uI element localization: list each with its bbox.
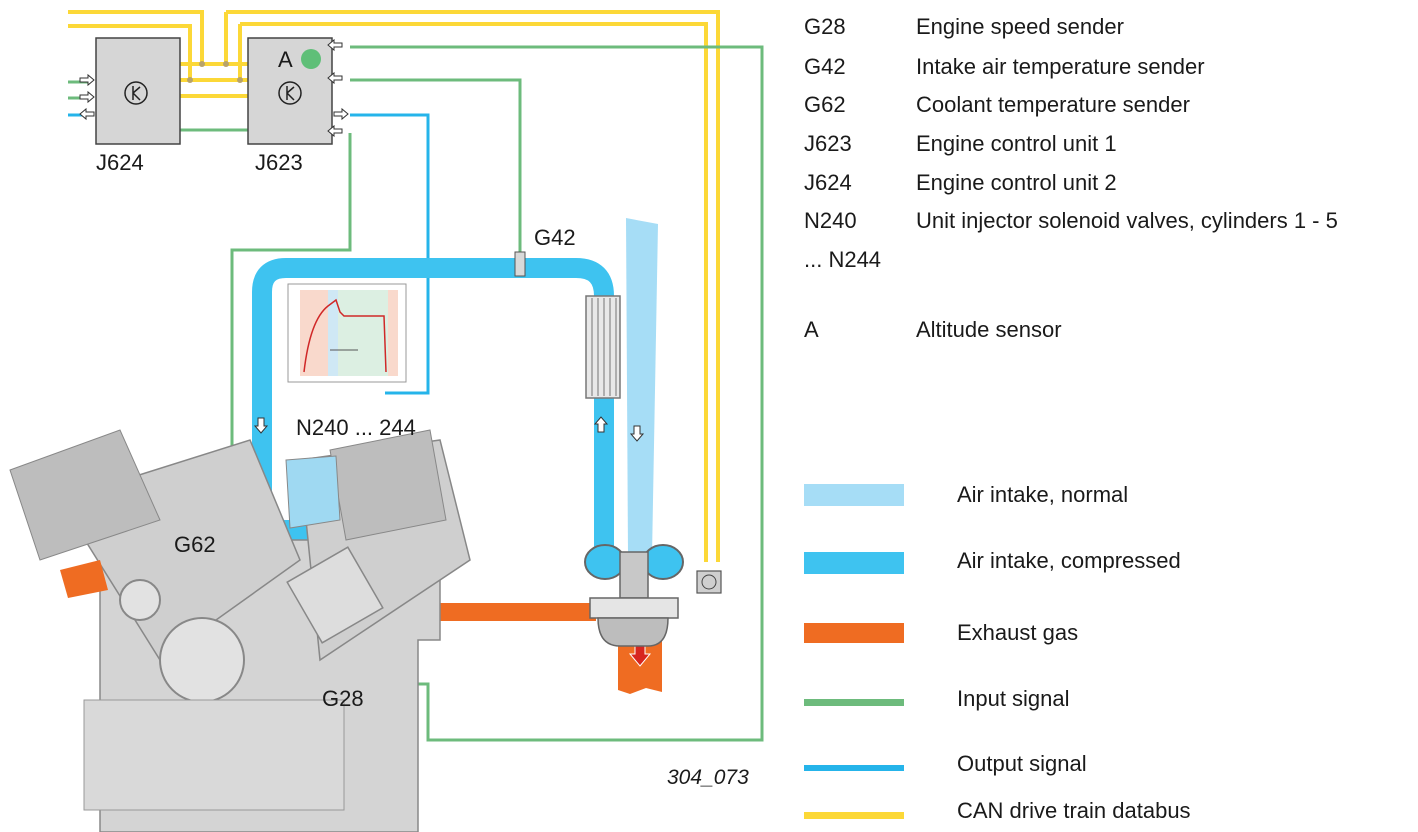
- figure-number: 304_073: [667, 766, 749, 789]
- legend-desc: Engine speed sender: [916, 14, 1124, 39]
- g28-label: G28: [322, 686, 364, 711]
- legend-code: G42: [804, 54, 846, 79]
- altitude-sensor-label: A: [278, 47, 293, 72]
- color-key-row: Air intake, normal: [804, 484, 1404, 514]
- injector-label: N240 ... 244: [296, 415, 416, 440]
- intercooler: [585, 295, 621, 399]
- j624-label: J624: [96, 150, 144, 175]
- color-key-row: Output signal: [804, 753, 1404, 783]
- input-signal-swatch: [804, 699, 904, 706]
- color-key-row: CAN drive train databus: [804, 800, 1404, 830]
- g62-label: G62: [174, 532, 216, 557]
- color-key-label: Output signal: [957, 751, 1087, 776]
- exhaust-gas-swatch: [804, 623, 904, 643]
- legend-code: J623: [804, 131, 852, 156]
- signal-arrow-icons: [79, 38, 349, 138]
- output-signal-swatch: [804, 765, 904, 771]
- legend-desc: Unit injector solenoid valves, cylinders…: [916, 208, 1338, 233]
- legend-code: J624: [804, 170, 852, 195]
- legend-desc: Coolant temperature sender: [916, 92, 1190, 117]
- can-databus-lines: [68, 10, 720, 562]
- color-key-row: Input signal: [804, 688, 1404, 718]
- altitude-sensor-icon: [301, 49, 321, 69]
- color-key-label: Exhaust gas: [957, 620, 1079, 645]
- g42-sensor: [514, 251, 526, 277]
- color-key-label: CAN drive train databus: [957, 798, 1191, 823]
- j623-label: J623: [255, 150, 303, 175]
- injection-timing-graph: [287, 283, 407, 383]
- legend-code: N240: [804, 208, 857, 233]
- legend-code: G28: [804, 14, 846, 39]
- legend-desc: Altitude sensor: [916, 317, 1062, 342]
- air-intake-compressed-swatch: [804, 552, 904, 574]
- legend-code: ... N244: [804, 247, 882, 272]
- color-key-label: Air intake, normal: [957, 482, 1129, 507]
- color-key-label: Input signal: [957, 686, 1070, 711]
- color-key-row: Exhaust gas: [804, 622, 1404, 652]
- v-engine-block: [9, 429, 471, 832]
- color-key-label: Air intake, compressed: [957, 548, 1181, 573]
- boost-actuator: [696, 570, 722, 594]
- legend-code: A: [804, 317, 819, 342]
- normal-air-duct: [626, 218, 658, 556]
- legend-desc: Engine control unit 1: [916, 131, 1117, 156]
- legend-desc: Intake air temperature sender: [916, 54, 1205, 79]
- j624-control-unit: [95, 37, 181, 145]
- air-intake-normal-swatch: [804, 484, 904, 506]
- controller-symbol-icon: [124, 81, 302, 105]
- legend-code: G62: [804, 92, 846, 117]
- legend-desc: Engine control unit 2: [916, 170, 1117, 195]
- g42-label: G42: [534, 225, 576, 250]
- color-key-row: Air intake, compressed: [804, 550, 1404, 580]
- turbocharger: [584, 544, 684, 647]
- can-databus-swatch: [804, 812, 904, 819]
